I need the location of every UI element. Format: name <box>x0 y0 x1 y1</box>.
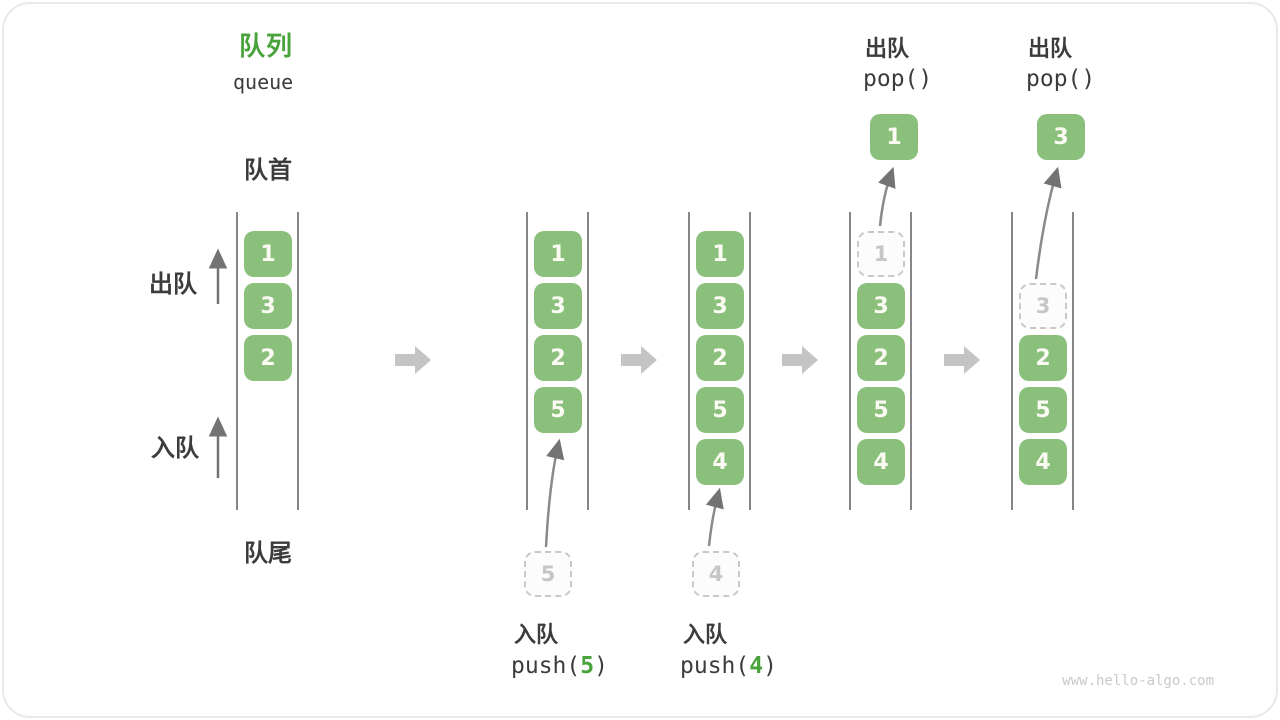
removed-item-slot: 1 <box>857 231 905 277</box>
column-line <box>587 212 589 510</box>
enqueue-op-code: push(4) <box>680 653 777 679</box>
op-code-arg: 5 <box>580 653 595 679</box>
enqueue-op-label: 入队 <box>683 622 728 647</box>
queue-item: 5 <box>1019 387 1067 433</box>
column-line <box>749 212 751 510</box>
column-line <box>910 212 912 510</box>
queue-item: 4 <box>1019 439 1067 485</box>
queue-item: 2 <box>244 335 292 381</box>
popped-item: 3 <box>1037 114 1085 160</box>
removed-item-slot: 3 <box>1019 283 1067 329</box>
column-line <box>526 212 528 510</box>
queue-item: 3 <box>244 283 292 329</box>
op-code-suffix: ) <box>594 653 608 679</box>
diagram-title-zh: 队列 <box>239 31 294 61</box>
column-line <box>1072 212 1074 510</box>
queue-rear-label: 队尾 <box>244 540 292 567</box>
dequeue-op-code: pop() <box>863 66 933 92</box>
popped-item: 1 <box>870 114 918 160</box>
queue-item: 2 <box>1019 335 1067 381</box>
pending-item: 4 <box>692 551 740 597</box>
op-code-prefix: push( <box>680 653 750 679</box>
queue-item: 3 <box>857 283 905 329</box>
column-line <box>849 212 851 510</box>
queue-item: 2 <box>857 335 905 381</box>
op-code-suffix: ) <box>763 653 777 679</box>
pending-item: 5 <box>524 551 572 597</box>
enqueue-side-label: 入队 <box>151 435 199 462</box>
op-code-prefix: push( <box>511 653 581 679</box>
queue-item: 1 <box>244 231 292 277</box>
column-line <box>236 212 238 510</box>
queue-item: 4 <box>696 439 744 485</box>
dequeue-op-code: pop() <box>1026 66 1096 92</box>
enqueue-op-label: 入队 <box>514 622 559 647</box>
op-code-arg: 4 <box>749 653 764 679</box>
queue-item: 5 <box>696 387 744 433</box>
dequeue-side-label: 出队 <box>149 271 197 298</box>
dequeue-op-label: 出队 <box>865 36 910 61</box>
queue-item: 4 <box>857 439 905 485</box>
column-line <box>297 212 299 510</box>
queue-item: 1 <box>696 231 744 277</box>
queue-item: 3 <box>696 283 744 329</box>
queue-item: 5 <box>857 387 905 433</box>
queue-item: 5 <box>534 387 582 433</box>
column-line <box>1011 212 1013 510</box>
diagram-title-en: queue <box>233 70 294 94</box>
column-line <box>688 212 690 510</box>
queue-item: 1 <box>534 231 582 277</box>
enqueue-op-code: push(5) <box>511 653 608 679</box>
dequeue-op-label: 出队 <box>1028 36 1073 61</box>
queue-item: 2 <box>696 335 744 381</box>
queue-item: 2 <box>534 335 582 381</box>
watermark: www.hello-algo.com <box>1062 673 1214 689</box>
queue-front-label: 队首 <box>244 157 292 184</box>
queue-item: 3 <box>534 283 582 329</box>
